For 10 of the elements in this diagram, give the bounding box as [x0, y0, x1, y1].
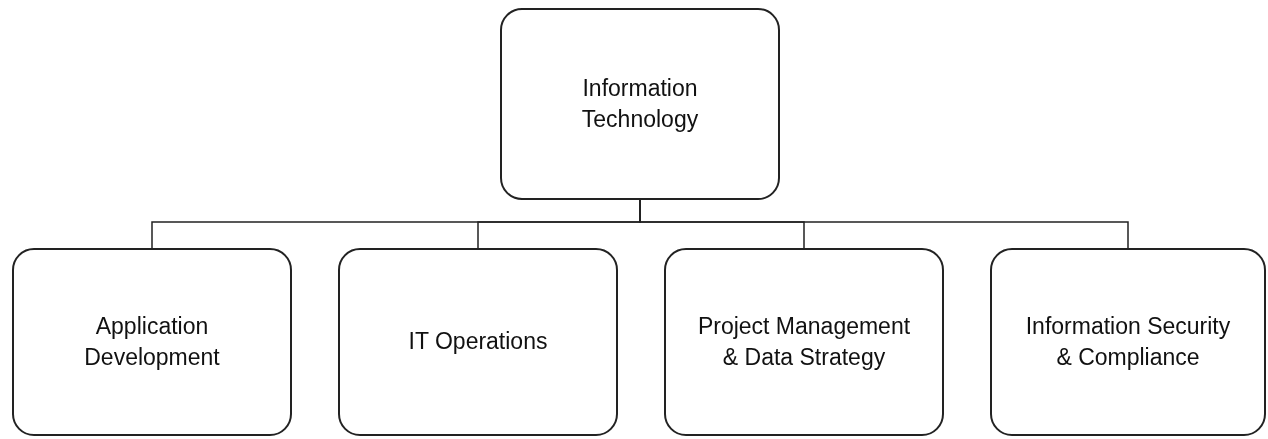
- box-label: Project Management & Data Strategy: [696, 311, 912, 372]
- box-label: Application Development: [83, 311, 221, 372]
- rounded-box: [500, 8, 780, 200]
- rounded-box: [338, 248, 618, 436]
- box-label: Information Technology: [580, 73, 700, 134]
- rounded-box: [990, 248, 1266, 436]
- box-label: IT Operations: [408, 327, 548, 357]
- box-label: Information Security & Compliance: [1024, 311, 1232, 372]
- rounded-box: [12, 248, 292, 436]
- rounded-box: [664, 248, 944, 436]
